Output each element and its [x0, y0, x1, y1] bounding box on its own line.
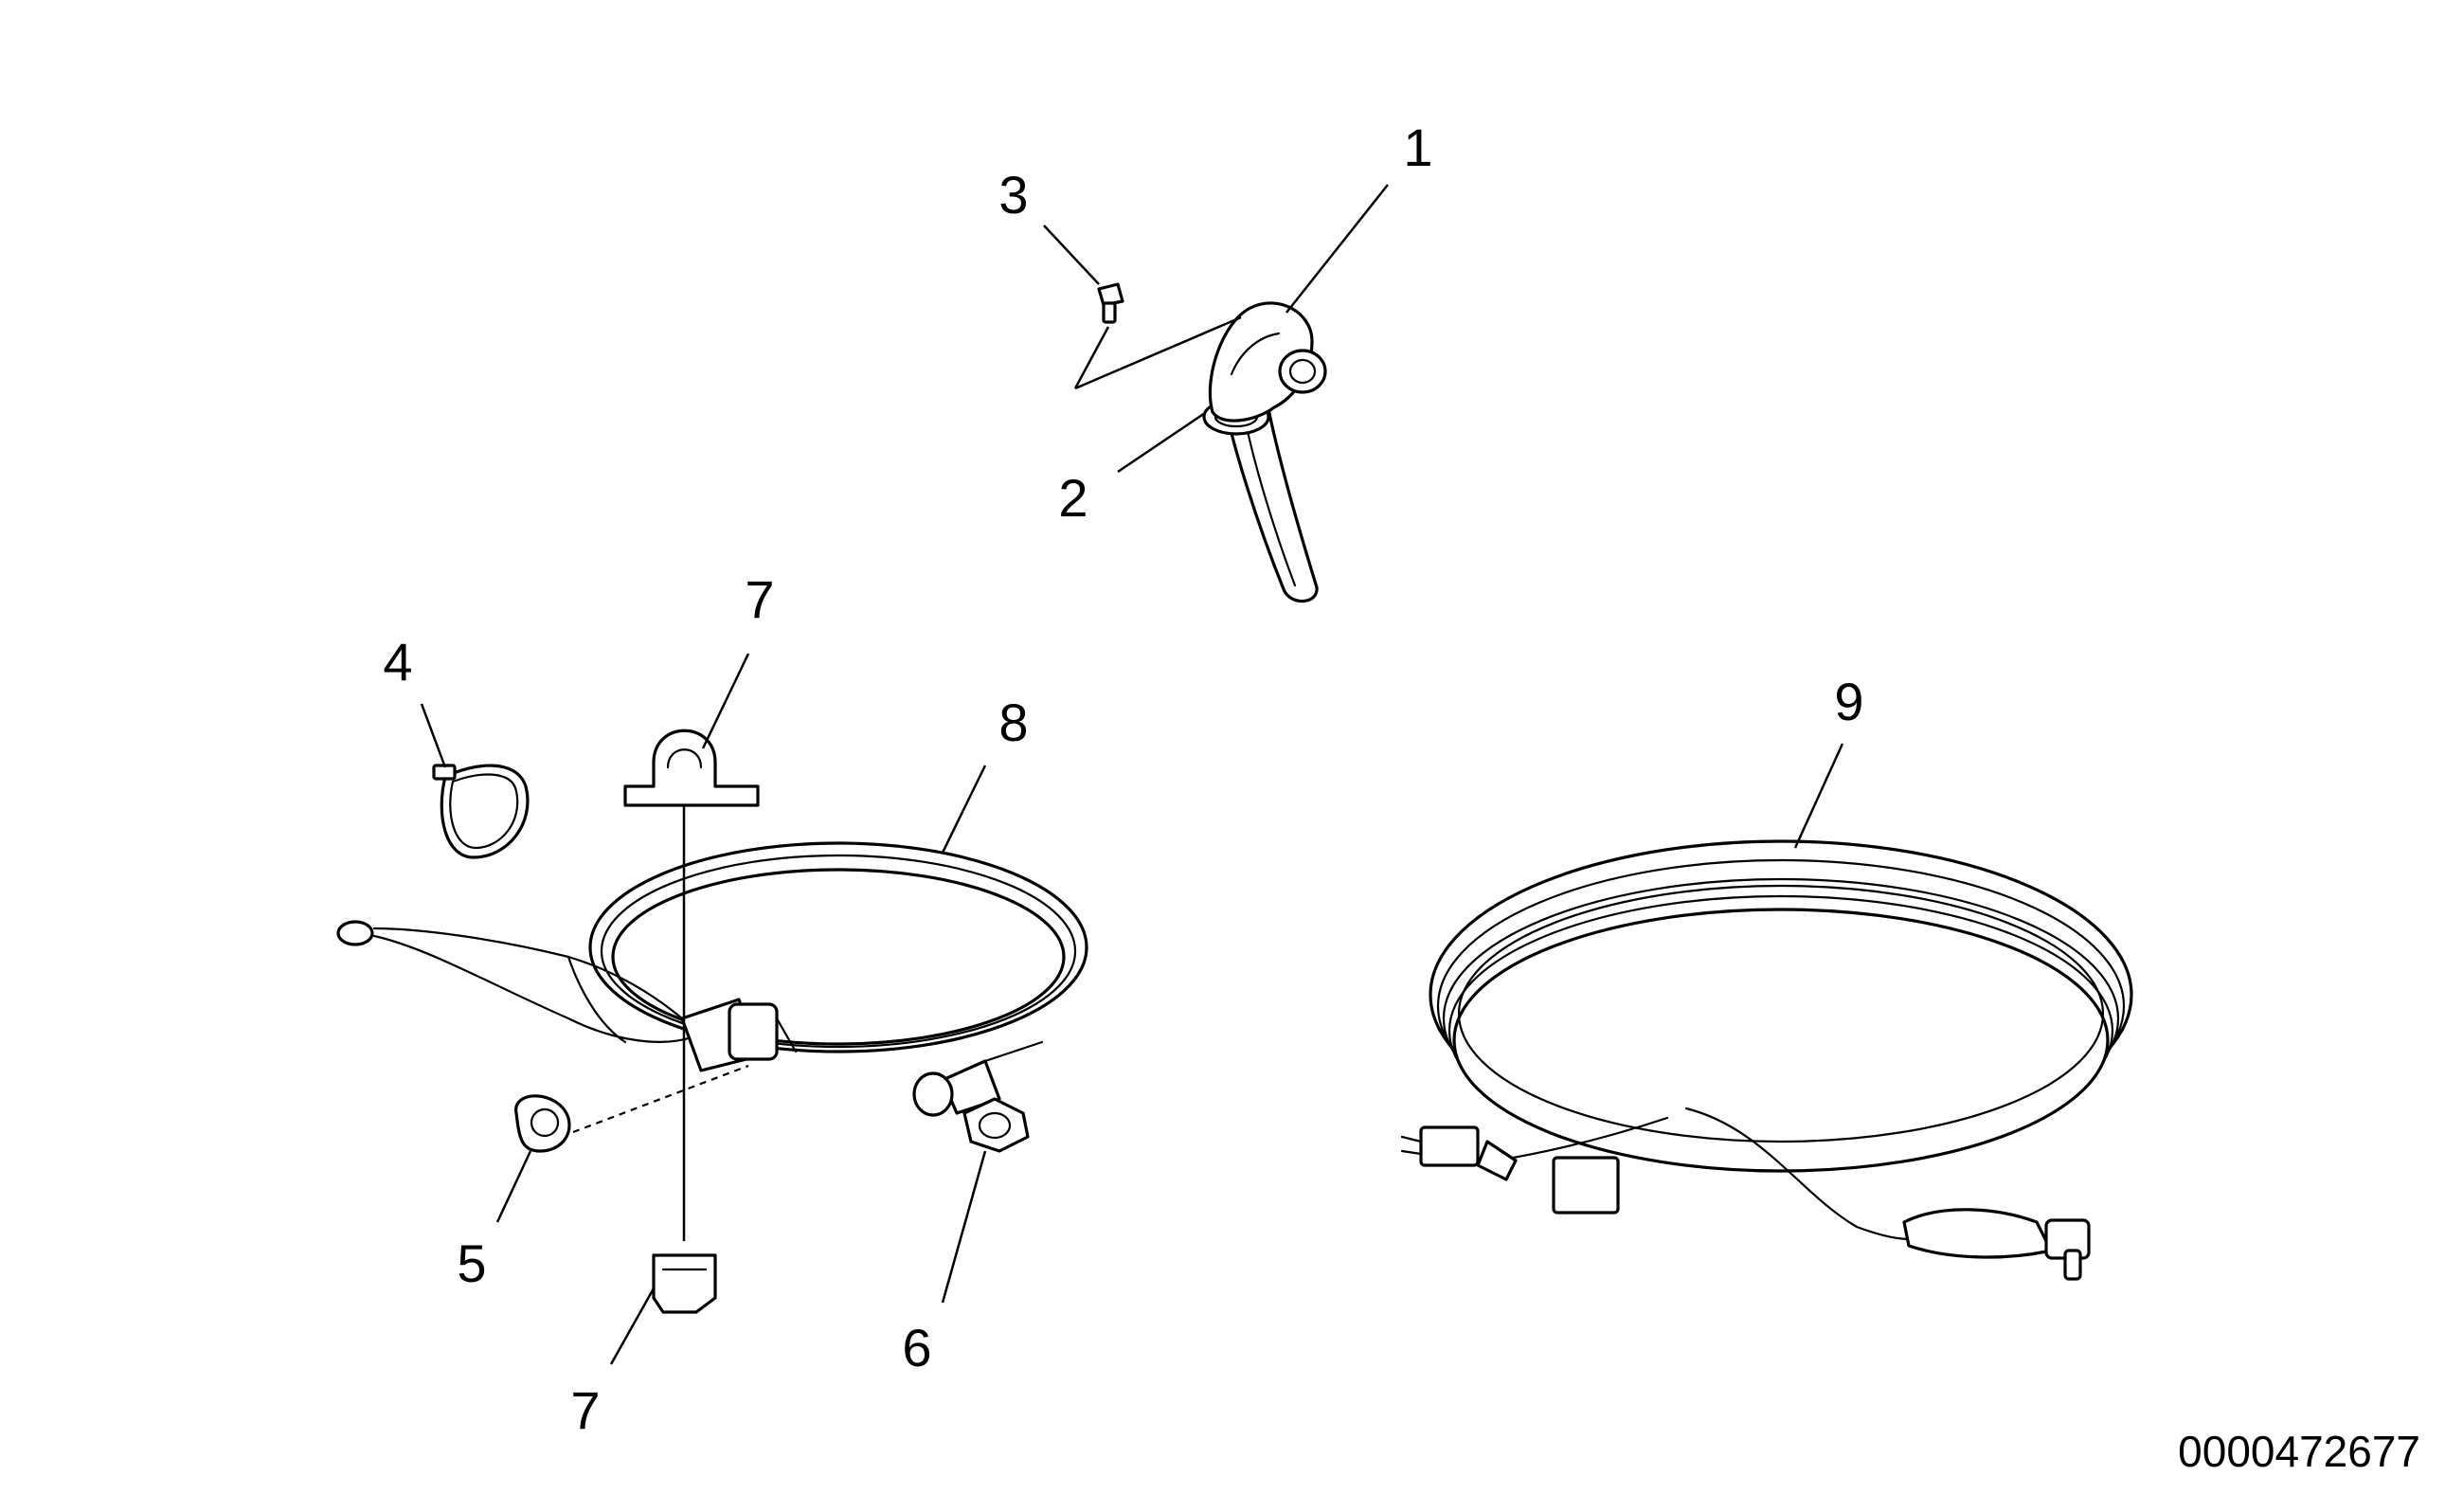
- callout-7-top: 7: [745, 569, 774, 629]
- callout-1: 1: [1403, 117, 1432, 177]
- callout-6: 6: [902, 1318, 931, 1377]
- callout-3: 3: [998, 165, 1028, 225]
- callout-8: 8: [998, 693, 1028, 752]
- figure-id: 0000472677: [2178, 1427, 2420, 1476]
- extension-cord-coil: [1400, 743, 2133, 1281]
- callout-9: 9: [1834, 672, 1863, 731]
- callout-4: 4: [383, 632, 412, 692]
- callout-2: 2: [1058, 468, 1088, 528]
- callout-7-bottom: 7: [570, 1380, 600, 1440]
- callout-5: 5: [457, 1233, 486, 1293]
- heater-element-assembly: [1043, 184, 1389, 603]
- block-heater-cord-assembly: [336, 653, 1088, 1365]
